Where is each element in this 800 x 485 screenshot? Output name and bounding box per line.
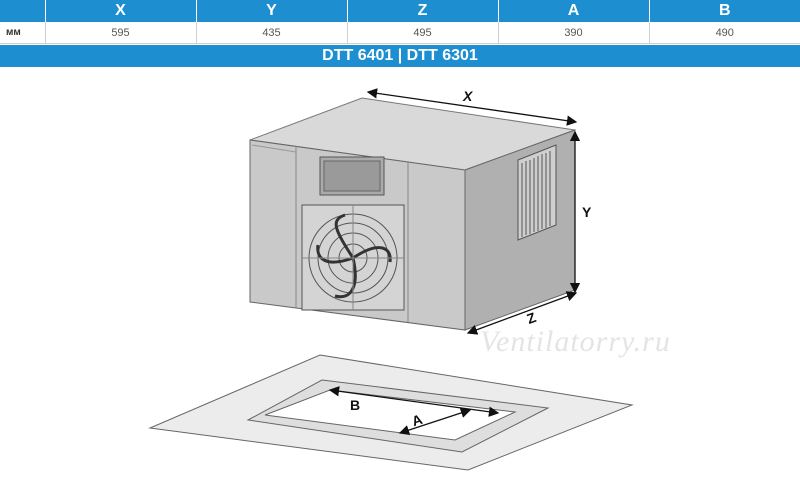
unit-cell: мм [0,22,46,44]
value-x: 595 [45,22,197,44]
value-y: 435 [196,22,348,44]
value-z: 495 [347,22,499,44]
dim-label-x: X [463,88,473,104]
value-b: 490 [649,22,800,44]
model-title: DTT 6401 | DTT 6301 [0,45,800,67]
table-header-row: X Y Z A B [0,0,800,22]
watermark: Ventilatorry.ru [480,325,671,358]
header-a: A [498,0,650,22]
side-vent [517,144,557,241]
table-row: мм 595 435 495 390 490 [0,22,800,44]
header-b: B [649,0,800,22]
header-x: X [45,0,197,22]
dimensions-table: X Y Z A B мм 595 435 495 390 490 [0,0,800,44]
value-a: 390 [498,22,650,44]
header-y: Y [196,0,348,22]
header-empty [0,0,46,22]
unit-drawing [148,88,634,471]
dim-label-b: B [350,397,361,413]
dim-label-y: Y [582,204,592,220]
fan-grille [301,204,405,311]
header-z: Z [347,0,499,22]
